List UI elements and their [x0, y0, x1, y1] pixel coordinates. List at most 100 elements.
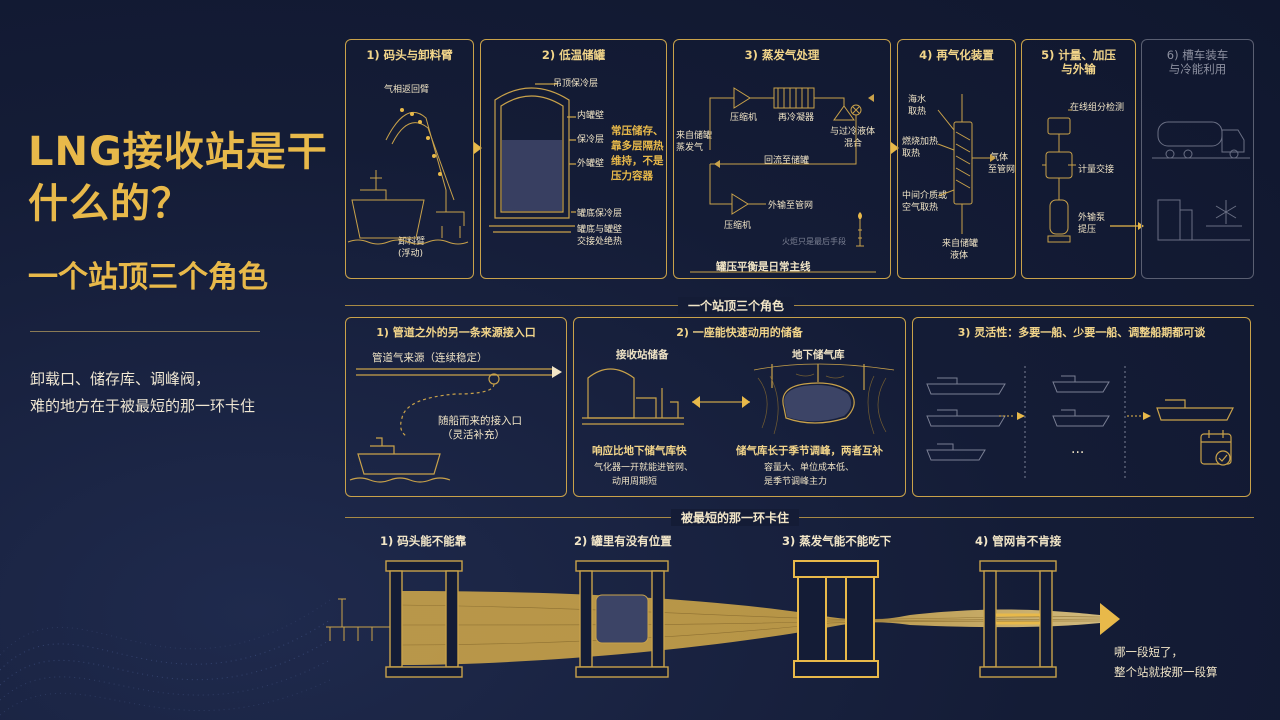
description-line: 难的地方在于被最短的那一环卡住: [30, 397, 256, 415]
step-label: 液体: [950, 251, 969, 261]
role-flexibility-panel: 3) 灵活性：多要一船、少要一船、调整船期都可谈 ...: [912, 317, 1251, 497]
step-dock-panel: 1) 码头与卸料臂 气相返回臂 卸料臂 (浮动): [345, 39, 474, 279]
terminal-vs-underground-icon: [582, 363, 895, 435]
step-trucking-panel: 6) 槽车装车 与冷能利用: [1141, 39, 1254, 279]
bottleneck-flow-graphic: [326, 560, 1120, 678]
caption-line: 是季节调峰主力: [764, 477, 828, 487]
flow-arrow: [891, 142, 899, 154]
description-line: 卸载口、储存库、调峰阀，: [30, 370, 211, 388]
storage-tank-icon: [489, 83, 576, 233]
step-title: 1) 码头与卸料臂: [366, 48, 453, 62]
step-tank-panel: 2) 低温储罐 吊顶保冷层 内罐壁 保冷层 外罐壁 罐底保冷层 罐底与罐壁 交接…: [480, 39, 667, 279]
step-title: 4) 再气化装置: [919, 48, 994, 62]
role-title: 2) 一座能快速动用的储备: [676, 326, 803, 339]
caption-line: 储气库长于季节调峰，两者互补: [736, 445, 883, 457]
stage-label: 4) 管网肯不肯接: [975, 534, 1062, 548]
step-title-line: 与冷能利用: [1168, 62, 1227, 76]
step-label: 吊顶保冷层: [553, 79, 599, 89]
roles-heading: 一个站顶三个角色: [678, 297, 795, 314]
stage-label: 2) 罐里有没有位置: [574, 534, 672, 548]
step-label: 提压: [1078, 225, 1097, 235]
step-label: 外输至管网: [768, 201, 814, 211]
vaporizer-icon: [937, 94, 996, 234]
step-title-line: 5) 计量、加压: [1041, 48, 1116, 62]
bottleneck-heading: 被最短的那一环卡住: [671, 509, 800, 526]
step-footer: 罐压平衡是日常主线: [716, 261, 811, 273]
step-boil-off-panel: 3) 蒸发气处理 来自储罐 蒸发气 压缩机 再冷凝器 与过冷液体 混合 回流至储…: [673, 39, 891, 279]
caption-line: 容量大、单位成本低、: [764, 463, 855, 473]
ship-unloading-icon: [347, 108, 469, 245]
decorative-wave: [0, 599, 331, 716]
stage-label: 1) 码头能不能靠: [380, 534, 467, 548]
step-label: 与过冷液体: [830, 127, 876, 137]
role-pipeline-panel: 1) 管道之外的另一条来源接入口 管道气来源（连续稳定） 随船而来的接入口 （灵…: [345, 317, 567, 497]
step-label: 取热: [902, 149, 921, 159]
step-label: 海水: [908, 95, 927, 105]
conclusion-line: 整个站就按那一段算: [1114, 665, 1218, 679]
step-label: 罐底保冷层: [577, 209, 623, 219]
title-divider: [30, 331, 260, 332]
step-label: 蒸发气: [676, 143, 704, 153]
step-label: 外罐壁: [577, 159, 605, 169]
role-storage-panel: 2) 一座能快速动用的储备 接收站储备 地下储气库 响应比地下储气库快 气化器一…: [573, 317, 906, 497]
step-label: 燃烧加热: [902, 137, 939, 147]
conclusion-note: 哪一段短了， 整个站就按那一段算: [1114, 642, 1218, 682]
step-title: 6) 槽车装车 与冷能利用: [1142, 48, 1253, 76]
step-label: 来自储罐: [676, 131, 713, 141]
step-label: 卸料臂: [398, 237, 426, 247]
step-label: 罐底与罐壁: [577, 225, 623, 235]
conclusion-line: 哪一段短了，: [1114, 645, 1183, 659]
step-label: 气相返回臂: [384, 85, 430, 95]
step-label: 空气取热: [902, 203, 939, 213]
step-label: (浮动): [398, 249, 424, 259]
step-label: 内罐壁: [577, 111, 605, 121]
step-title-line: 6) 槽车装车: [1166, 48, 1229, 62]
page-subtitle: 一个站顶三个角色: [28, 260, 268, 295]
step-label: 保冷层: [577, 135, 605, 145]
step-title: 3) 蒸发气处理: [744, 48, 820, 62]
ellipsis: ...: [1071, 441, 1085, 457]
caption-line: 气化器一开就能进管网、: [594, 463, 694, 473]
bottleneck-heading-line: [345, 517, 1254, 518]
step-label: 取热: [908, 107, 927, 117]
step-label: 交接处绝热: [577, 237, 623, 247]
tank-highlight: 常压储存、 靠多层隔热 维持，不是 压力容器: [611, 124, 664, 184]
role-label: 管道气来源（连续稳定）: [372, 352, 488, 364]
step-title: 5) 计量、加压 与外输: [1022, 48, 1135, 76]
step-label: 外输泵: [1078, 213, 1106, 223]
step-title: 2) 低温储罐: [541, 48, 606, 62]
roles-heading-line: [345, 305, 1254, 306]
step-label: 计量交接: [1078, 165, 1115, 175]
page-title: LNG接收站是干什么的？: [28, 129, 328, 227]
stage-label: 3) 蒸发气能不能吃下: [782, 534, 892, 548]
step-metering-panel: 5) 计量、加压 与外输 在线组分检测 计量交接 外输泵 提压: [1021, 39, 1144, 279]
tank-highlight-line: 维持，不是: [611, 155, 664, 167]
tank-highlight-line: 压力容器: [611, 170, 653, 182]
page-description: 卸载口、储存库、调峰阀， 难的地方在于被最短的那一环卡住: [30, 366, 255, 420]
truck-and-cold-energy-icon: [1152, 121, 1250, 241]
step-regasification-panel: 4) 再气化装置 海水 取热 燃烧加热 取热 中间介质或 空气取热 气体 至管网…: [897, 39, 1016, 279]
step-label: 再冷凝器: [778, 113, 815, 123]
flare-note: 火炬只是最后手段: [782, 237, 846, 246]
role-label: 随船而来的接入口: [438, 415, 522, 427]
tank-highlight-line: 常压储存、: [611, 125, 664, 137]
caption-line: 响应比地下储气库快: [592, 445, 687, 457]
step-label: 至管网: [988, 165, 1016, 175]
step-title-line: 与外输: [1061, 62, 1096, 76]
step-label: 在线组分检测: [1070, 103, 1125, 113]
role-label: 接收站储备: [616, 349, 669, 361]
step-label: 混合: [844, 139, 863, 149]
step-label: 中间介质或: [902, 191, 948, 201]
step-label: 气体: [990, 153, 1009, 163]
role-label: 地下储气库: [792, 349, 845, 361]
tank-highlight-line: 靠多层隔热: [611, 140, 664, 152]
role-title: 3) 灵活性：多要一船、少要一船、调整船期都可谈: [957, 326, 1206, 339]
role-title: 1) 管道之外的另一条来源接入口: [376, 326, 536, 339]
step-label: 压缩机: [730, 113, 758, 123]
pipeline-and-ship-icon: [349, 366, 562, 483]
ship-schedule-icon: [926, 366, 1234, 478]
step-label: 回流至储罐: [764, 156, 810, 166]
step-label: 压缩机: [724, 221, 752, 231]
caption-line: 动用周期短: [612, 477, 658, 487]
flow-arrow: [474, 142, 482, 154]
